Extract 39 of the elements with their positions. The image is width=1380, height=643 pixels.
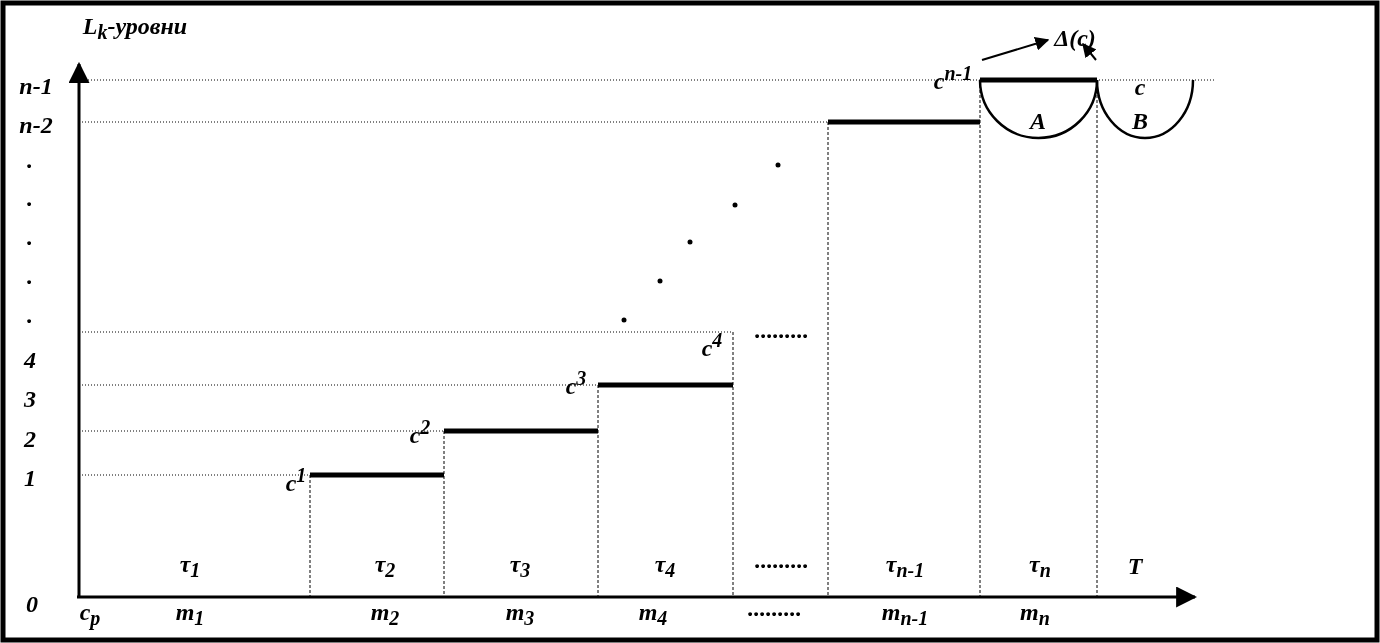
interval-label: m$_{n-1}$ bbox=[881, 599, 929, 629]
ellipsis: ......... bbox=[755, 548, 809, 572]
step-label: c$^{1}$ bbox=[285, 465, 307, 495]
interval-label: m$_{4}$ bbox=[638, 599, 668, 629]
interval-label: τ$_{1}$ bbox=[179, 551, 201, 581]
interval-label: τ$_{2}$ bbox=[374, 551, 396, 581]
tick-label: 0 bbox=[26, 592, 38, 616]
step-label: c bbox=[1134, 75, 1146, 99]
region-label: B bbox=[1132, 109, 1148, 133]
axis-label: c$_{p}$ bbox=[79, 599, 101, 629]
ellipsis: ......... bbox=[755, 318, 809, 342]
tick-dot: . bbox=[27, 148, 33, 172]
interval-label: τ$_{n-1}$ bbox=[885, 551, 925, 581]
ellipsis: ......... bbox=[748, 596, 802, 620]
interval-label: m$_{n}$ bbox=[1020, 599, 1050, 629]
interval-label: τ$_{3}$ bbox=[509, 551, 531, 581]
tick-label: 1 bbox=[24, 466, 36, 490]
axis-label: L$_{k}$-уровни bbox=[82, 13, 188, 43]
step-label: c$^{3}$ bbox=[565, 368, 587, 398]
interval-label: τ$_{n}$ bbox=[1029, 551, 1051, 581]
tick-label: n-2 bbox=[19, 113, 53, 137]
interval-label: m$_{1}$ bbox=[175, 599, 205, 629]
interval-label: τ$_{4}$ bbox=[654, 551, 676, 581]
tick-label: n-1 bbox=[19, 74, 53, 98]
tick-label: 2 bbox=[24, 427, 36, 451]
tick-dot: . bbox=[27, 303, 33, 327]
step-label: c$^{2}$ bbox=[409, 417, 431, 447]
region-label: A bbox=[1030, 109, 1046, 133]
tick-dot: . bbox=[27, 186, 33, 210]
step-label: c$^{n-1}$ bbox=[933, 63, 973, 93]
tick-dot: . bbox=[27, 225, 33, 249]
interval-label: m$_{3}$ bbox=[505, 599, 535, 629]
interval-label: m$_{2}$ bbox=[370, 599, 400, 629]
tick-label: 3 bbox=[24, 387, 36, 411]
tick-label: 4 bbox=[24, 348, 36, 372]
interval-label: T bbox=[1127, 554, 1143, 578]
delta-label: Δ(c) bbox=[1054, 26, 1096, 50]
tick-dot: . bbox=[27, 264, 33, 288]
step-label: c$^{4}$ bbox=[701, 330, 723, 360]
